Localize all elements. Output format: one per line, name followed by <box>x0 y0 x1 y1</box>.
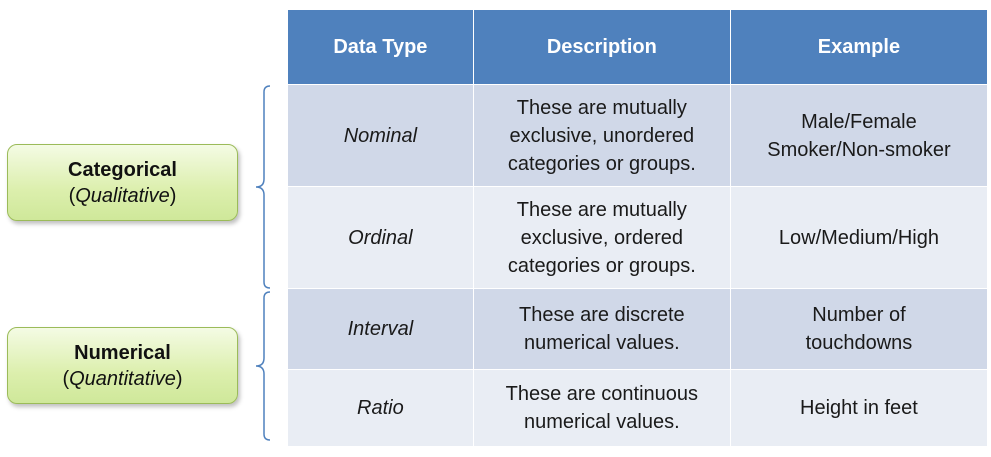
numerical-subtitle: (Quantitative) <box>62 366 182 392</box>
quantitative-label: Quantitative <box>69 367 176 390</box>
table-header-row: Data Type Description Example <box>287 9 989 85</box>
numerical-title: Numerical <box>74 341 171 364</box>
numerical-brace <box>255 291 271 441</box>
close-paren: ) <box>175 367 183 390</box>
table-row: Nominal These are mutually exclusive, un… <box>287 84 989 187</box>
type-cell-ordinal: Ordinal <box>287 186 474 289</box>
example-line: touchdowns <box>805 332 913 354</box>
numerical-box: Numerical (Quantitative) <box>7 327 238 404</box>
open-paren: ( <box>68 184 76 207</box>
type-cell-nominal: Nominal <box>287 84 474 187</box>
description-line: These are continuous <box>505 383 698 405</box>
description-line: These are mutually <box>516 198 687 221</box>
description-line: numerical values. <box>524 411 680 433</box>
header-data-type: Data Type <box>287 9 474 85</box>
example-line: Smoker/Non-smoker <box>767 138 951 161</box>
example-line: Number of <box>812 304 906 326</box>
description-cell: These are continuous numerical values. <box>472 369 731 447</box>
qualitative-label: Qualitative <box>75 184 170 207</box>
example-cell: Male/Female Smoker/Non-smoker <box>729 84 989 187</box>
description-line: exclusive, ordered <box>520 226 683 249</box>
description-cell: These are discrete numerical values. <box>472 288 731 370</box>
description-line: numerical values. <box>524 332 680 354</box>
table-row: Ratio These are continuous numerical val… <box>287 369 989 447</box>
table-row: Ordinal These are mutually exclusive, or… <box>287 186 989 289</box>
close-paren: ) <box>169 184 177 207</box>
categorical-brace <box>255 85 271 289</box>
description-cell: These are mutually exclusive, unordered … <box>472 84 731 187</box>
example-line: Height in feet <box>800 397 918 419</box>
data-types-table: Data Type Description Example Nominal Th… <box>287 9 989 447</box>
header-description: Description <box>472 9 731 85</box>
type-cell-interval: Interval <box>287 288 474 370</box>
example-cell: Height in feet <box>729 369 989 447</box>
type-cell-ratio: Ratio <box>287 369 474 447</box>
description-line: categories or groups. <box>507 254 696 277</box>
categorical-title: Categorical <box>68 158 177 181</box>
description-line: These are discrete <box>519 304 685 326</box>
categorical-box: Categorical (Qualitative) <box>7 144 238 221</box>
description-line: exclusive, unordered <box>509 124 695 147</box>
example-cell: Low/Medium/High <box>729 186 989 289</box>
table-row: Interval These are discrete numerical va… <box>287 288 989 370</box>
example-cell: Number of touchdowns <box>729 288 989 370</box>
categorical-subtitle: (Qualitative) <box>69 183 177 209</box>
description-line: categories or groups. <box>507 152 696 175</box>
description-line: These are mutually <box>516 96 687 119</box>
example-line: Male/Female <box>801 110 917 133</box>
header-example: Example <box>729 9 989 85</box>
description-cell: These are mutually exclusive, ordered ca… <box>472 186 731 289</box>
open-paren: ( <box>62 367 70 390</box>
example-line: Low/Medium/High <box>778 226 939 249</box>
